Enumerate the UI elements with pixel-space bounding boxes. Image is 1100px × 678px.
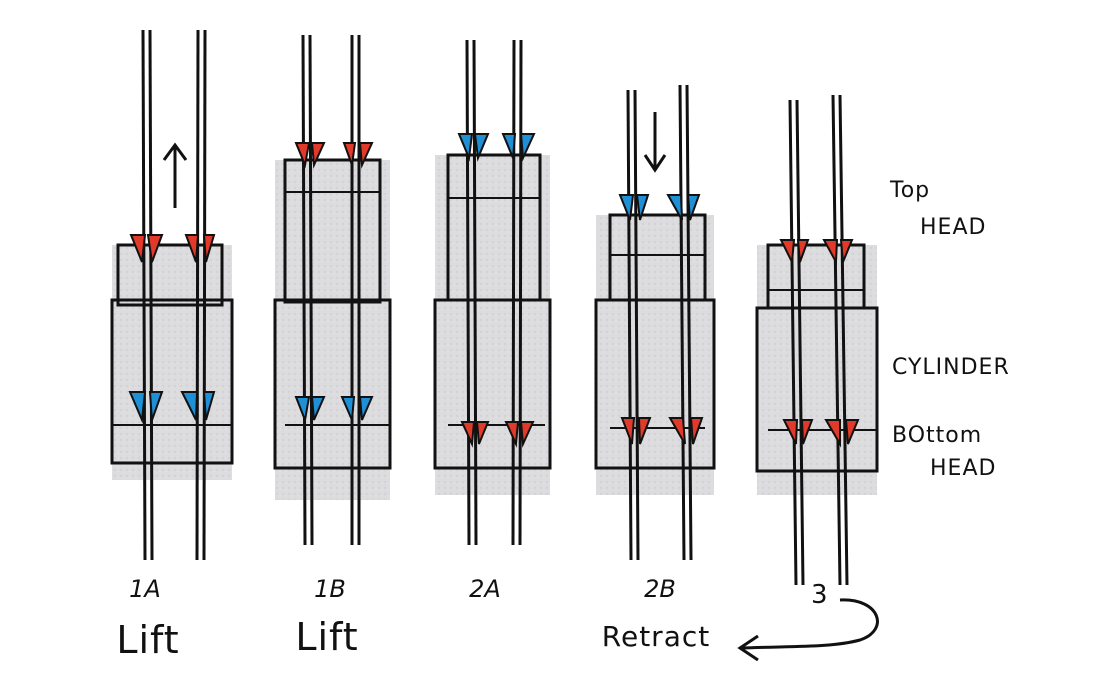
grip-wedge-active bbox=[844, 419, 860, 445]
grip-wedge-released bbox=[358, 396, 374, 421]
grip-wedge-released bbox=[618, 194, 635, 221]
grip-wedge-active bbox=[460, 421, 476, 448]
strand bbox=[301, 34, 307, 546]
grip-wedge-released bbox=[340, 396, 356, 421]
grip-wedge-released bbox=[310, 396, 326, 421]
grip-wedge-active bbox=[294, 142, 311, 169]
strand bbox=[838, 94, 849, 586]
grip-wedge-active bbox=[637, 417, 652, 445]
grip-wedge-released bbox=[635, 194, 650, 221]
strand bbox=[626, 89, 633, 561]
strand bbox=[788, 99, 798, 586]
strand bbox=[472, 39, 478, 546]
top-head bbox=[446, 153, 542, 302]
top-head bbox=[766, 243, 866, 310]
grip-wedge-released bbox=[686, 194, 701, 221]
stage-2B bbox=[594, 84, 716, 561]
strand bbox=[633, 89, 640, 561]
grip-wedge-active bbox=[342, 142, 357, 166]
grip-wedge-released bbox=[128, 391, 147, 424]
grip-wedge-active bbox=[504, 421, 520, 448]
cylinder-shading bbox=[757, 245, 877, 495]
cylinder-body bbox=[273, 298, 392, 470]
grip-wedge-released bbox=[202, 391, 216, 421]
grip-wedge-active bbox=[310, 142, 326, 169]
stage-label-1B: 1B bbox=[314, 575, 346, 603]
grip-wedge-active bbox=[129, 234, 147, 263]
cylinder-shading bbox=[275, 160, 390, 500]
grip-wedge-released bbox=[294, 396, 311, 424]
stage-label-3: 3 bbox=[811, 580, 828, 610]
grip-wedge-released bbox=[519, 133, 536, 162]
strand bbox=[795, 99, 805, 586]
strand bbox=[678, 84, 686, 561]
stage-action-1B: Lift bbox=[295, 615, 359, 659]
grip-wedge-active bbox=[824, 419, 841, 448]
stage-3 bbox=[755, 94, 879, 586]
strand bbox=[141, 29, 147, 561]
grip-wedge-active bbox=[202, 234, 216, 263]
strand bbox=[195, 29, 200, 561]
grip-wedge-active bbox=[146, 234, 164, 263]
cylinder-body bbox=[110, 298, 234, 465]
strand bbox=[685, 84, 693, 561]
grip-wedge-released bbox=[180, 391, 199, 421]
strand bbox=[511, 39, 516, 546]
bottom-head-label-line2: HEAD bbox=[930, 456, 997, 481]
strand bbox=[308, 34, 314, 546]
cylinder-shading bbox=[435, 155, 550, 495]
grip-wedge-active bbox=[822, 239, 839, 266]
grip-wedge-active bbox=[800, 419, 814, 445]
up-arrow-icon bbox=[162, 142, 188, 208]
grip-wedge-active bbox=[475, 421, 490, 445]
cylinder-shading bbox=[112, 245, 232, 480]
strand bbox=[831, 94, 842, 586]
top-head bbox=[116, 243, 224, 307]
stage-1A bbox=[110, 29, 234, 561]
grip-wedge-active bbox=[184, 234, 200, 263]
stage-action-1A: Lift bbox=[116, 618, 180, 662]
grip-wedge-active bbox=[779, 239, 796, 266]
bottom-head-label-line1: BOttom bbox=[892, 423, 983, 448]
strand bbox=[148, 29, 154, 561]
top-head bbox=[283, 158, 382, 304]
strand bbox=[465, 39, 471, 546]
grip-wedge-released bbox=[473, 133, 490, 162]
grip-wedge-released bbox=[457, 133, 474, 162]
grip-wedge-released bbox=[666, 194, 683, 221]
grip-wedge-active bbox=[796, 239, 810, 263]
stage-1B bbox=[273, 34, 392, 546]
cylinder-label: CYLINDER bbox=[892, 355, 1010, 380]
strand bbox=[202, 29, 207, 561]
grip-wedge-active bbox=[358, 142, 374, 169]
grip-wedge-released bbox=[148, 391, 164, 421]
grip-wedge-active bbox=[620, 417, 636, 445]
stage-label-2A: 2A bbox=[469, 575, 501, 603]
stage-action-2B: Retract bbox=[601, 620, 711, 653]
cylinder-shading bbox=[596, 215, 714, 495]
grip-wedge-active bbox=[689, 417, 704, 445]
grip-wedge-released bbox=[501, 133, 517, 159]
grip-wedge-active bbox=[519, 421, 535, 448]
strand bbox=[518, 39, 523, 546]
grip-wedge-active bbox=[839, 239, 854, 263]
stage-2A bbox=[433, 39, 552, 546]
stage-label-2B: 2B bbox=[644, 575, 676, 603]
stage-label-1A: 1A bbox=[129, 575, 161, 603]
top-head-label-line1: Top bbox=[890, 178, 931, 203]
curved-return-arrow-icon bbox=[741, 598, 879, 650]
curved-return-arrowhead bbox=[737, 634, 759, 662]
down-arrow-icon bbox=[643, 112, 667, 173]
grip-wedge-active bbox=[782, 419, 799, 445]
top-head bbox=[608, 213, 707, 302]
top-head-label-line2: HEAD bbox=[920, 215, 987, 240]
grip-wedge-active bbox=[668, 417, 686, 445]
